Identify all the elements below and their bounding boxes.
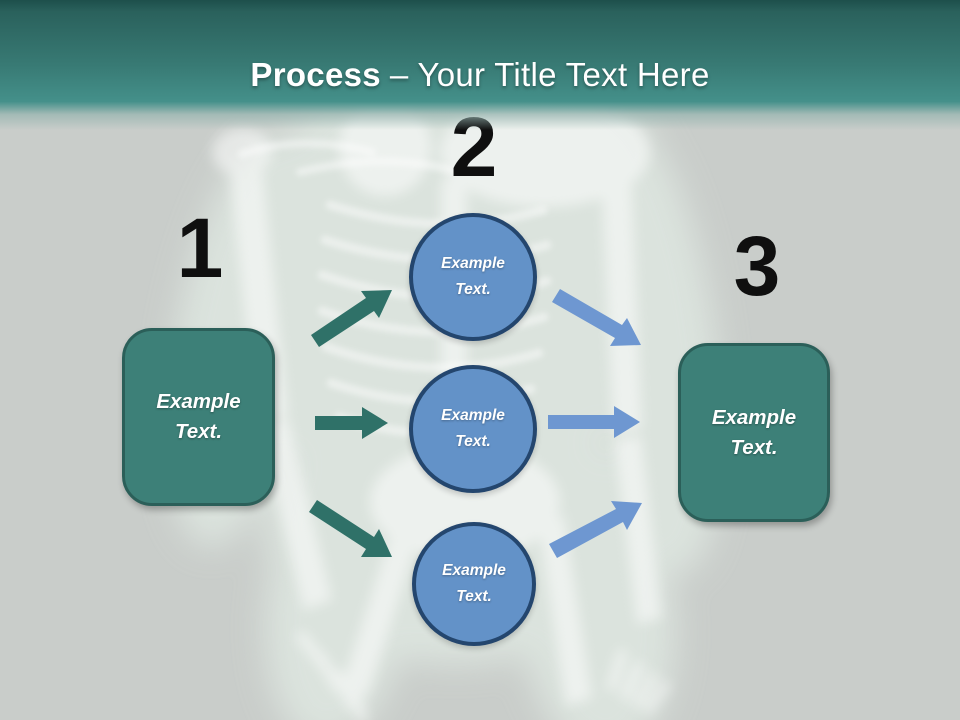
end-box-label-line2: Text. xyxy=(730,435,778,459)
teal-arrow-to-circle-3 xyxy=(309,500,392,557)
start-box-label-line1: Example xyxy=(156,390,241,413)
start-box: Example Text. xyxy=(122,328,275,506)
step-number-1: 1 xyxy=(176,201,224,295)
slide-title-keyword: Process xyxy=(250,56,381,93)
process-circle-3-label-line2: Text. xyxy=(456,588,492,605)
process-circle-1: Example Text. xyxy=(409,213,537,341)
process-circle-1-label-line1: Example xyxy=(441,255,505,272)
start-box-label-line2: Text. xyxy=(174,420,223,443)
process-circle-2-label-line1: Example xyxy=(441,407,505,424)
blue-arrow-from-circle-3 xyxy=(549,501,642,558)
teal-arrow-to-circle-1 xyxy=(311,290,392,347)
end-box-label-line1: Example xyxy=(711,405,797,429)
blue-arrow-from-circle-1 xyxy=(552,289,641,346)
teal-arrow-to-circle-2 xyxy=(315,407,388,439)
blue-arrow-from-circle-2 xyxy=(548,406,640,438)
process-circle-2: Example Text. xyxy=(409,365,537,493)
slide-title: Process– Your Title Text Here xyxy=(0,55,960,95)
process-circle-2-label-line2: Text. xyxy=(455,433,491,450)
process-circle-3-label-line1: Example xyxy=(442,562,506,579)
slide-title-subtitle: – Your Title Text Here xyxy=(389,56,710,93)
process-circle-1-label-line2: Text. xyxy=(455,281,491,298)
step-number-3: 3 xyxy=(733,219,781,313)
process-circle-3: Example Text. xyxy=(412,522,536,646)
header-bar: Process– Your Title Text Here xyxy=(0,0,960,130)
end-box: Example Text. xyxy=(678,343,830,522)
